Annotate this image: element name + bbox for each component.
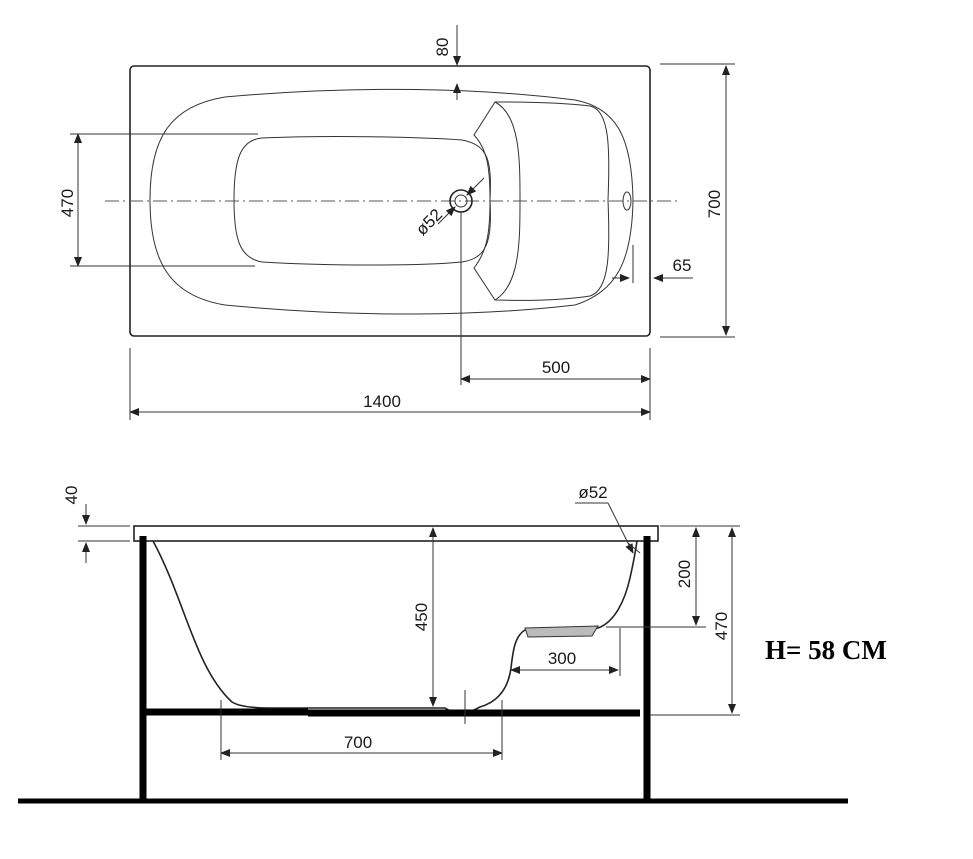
side-view: 40 ø52 450 200 470 300 700 bbox=[18, 483, 848, 804]
tub-inner-basin bbox=[149, 88, 634, 315]
seat-step-icon bbox=[524, 625, 599, 638]
dim-rim: 80 bbox=[433, 38, 452, 57]
overflow-icon bbox=[622, 191, 632, 211]
dim-bottom-length: 700 bbox=[344, 733, 372, 752]
dim-inner-width: 470 bbox=[58, 189, 77, 217]
height-note: H= 58 CM bbox=[765, 635, 887, 665]
dim-seat-depth: 300 bbox=[548, 649, 576, 668]
dim-total-height: 470 bbox=[712, 612, 731, 640]
support-frame bbox=[18, 536, 848, 804]
tub-seat-inner-line bbox=[494, 101, 521, 301]
dim-overflow: ø52 bbox=[578, 483, 607, 502]
tub-basin-profile bbox=[152, 540, 638, 713]
dim-width: 700 bbox=[705, 190, 724, 218]
dim-overflow: 65 bbox=[673, 256, 692, 275]
tub-seat-outline bbox=[473, 101, 610, 301]
dim-seat-height: 200 bbox=[675, 560, 694, 588]
tub-bottom-outline bbox=[233, 136, 491, 266]
top-view: 80 470 ø52 700 65 500 1400 bbox=[58, 25, 735, 420]
dim-depth: 450 bbox=[412, 603, 431, 631]
dim-length: 1400 bbox=[363, 392, 401, 411]
dim-rim-thickness: 40 bbox=[62, 486, 81, 505]
dim-drain: ø52 bbox=[412, 205, 446, 239]
dim-drain-offset: 500 bbox=[542, 358, 570, 377]
tub-rim-profile bbox=[133, 525, 659, 542]
